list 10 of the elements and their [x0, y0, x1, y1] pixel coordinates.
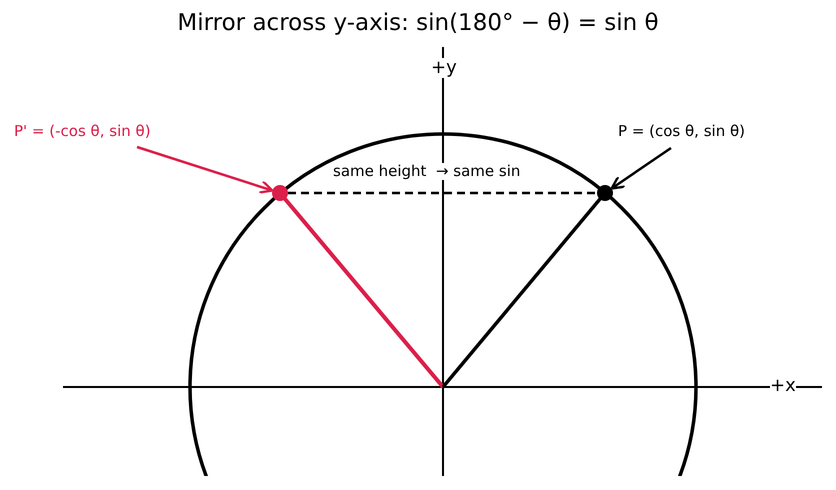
- point-marker: [272, 185, 288, 201]
- point-label: P' = (-cos θ, sin θ): [14, 122, 151, 140]
- point-label: P = (cos θ, sin θ): [618, 122, 746, 140]
- arrow: [610, 146, 672, 190]
- axis-label: +y: [431, 58, 457, 78]
- dashed-line: [288, 192, 597, 194]
- note: same height → same sin: [333, 163, 520, 180]
- point-marker: [597, 185, 613, 201]
- arrow: [136, 146, 274, 194]
- title: Mirror across y-axis: sin(180° − θ) = sin θ: [176, 10, 660, 36]
